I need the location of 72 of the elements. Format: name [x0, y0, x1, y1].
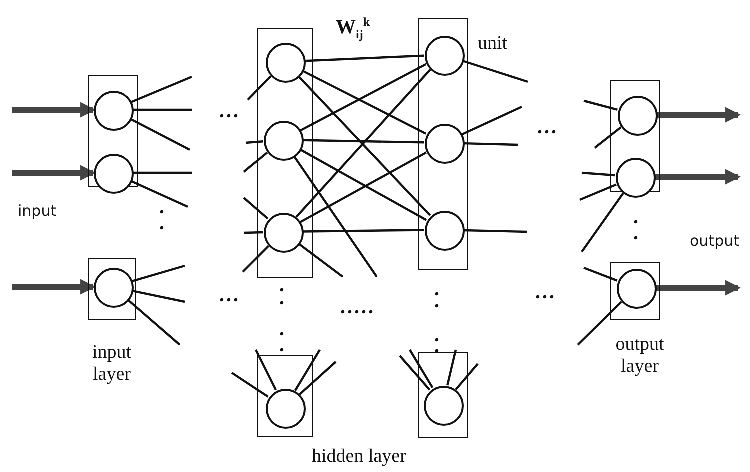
connection-line	[294, 349, 321, 392]
connection-line	[584, 100, 618, 111]
label-text: output	[690, 233, 740, 250]
connection-line	[130, 180, 188, 208]
layer-box	[88, 258, 136, 320]
neuron-circle	[264, 121, 304, 161]
layer-box	[418, 352, 468, 438]
connection-line	[580, 184, 617, 202]
connection-line	[300, 63, 427, 132]
connection-line	[242, 245, 270, 273]
connection-line	[455, 363, 479, 390]
connection-line	[581, 192, 624, 253]
connection-line	[133, 108, 192, 112]
neuron-circle	[94, 154, 134, 194]
connection-line	[409, 349, 434, 388]
arrow	[657, 107, 742, 123]
connection-line	[127, 299, 181, 346]
label-text: unit	[478, 33, 508, 55]
connection-line	[132, 264, 186, 282]
neuron-circle	[94, 91, 134, 131]
connection-line	[582, 172, 616, 177]
connection-line	[577, 301, 622, 346]
connection-line	[231, 372, 269, 398]
layer-box	[418, 18, 468, 270]
connection-line	[594, 126, 622, 149]
connection-line	[302, 139, 424, 144]
connection-line	[243, 197, 269, 220]
neuron-circle	[425, 36, 465, 76]
connection-line	[255, 350, 278, 391]
neuron-circle	[264, 213, 304, 253]
layer-box	[610, 262, 660, 320]
connection-line	[243, 152, 268, 173]
connection-line	[247, 76, 272, 101]
connection-line	[244, 231, 264, 234]
connection-line	[399, 355, 431, 391]
connection-line	[298, 243, 344, 278]
connection-line	[462, 106, 522, 136]
arrow	[655, 169, 742, 185]
connection-line	[464, 142, 518, 146]
connection-line	[462, 60, 528, 84]
neuron-circle	[266, 389, 306, 429]
connection-line	[302, 70, 427, 135]
connection-line	[584, 266, 618, 282]
neuron-circle	[617, 269, 657, 309]
connection-line	[304, 54, 424, 62]
connection-line	[299, 361, 337, 396]
neuron-circle	[425, 124, 465, 164]
arrow	[12, 279, 96, 295]
connection-line	[246, 140, 264, 144]
arrow	[12, 165, 96, 181]
label-text: output layer	[614, 334, 666, 378]
connection-line	[133, 172, 192, 174]
label-text: hidden layer	[312, 446, 406, 468]
arrow	[12, 102, 96, 118]
layer-box	[257, 28, 313, 278]
connection-line	[131, 76, 192, 104]
neuron-circle	[616, 158, 656, 198]
connection-line	[446, 350, 458, 386]
neuron-circle	[618, 96, 658, 136]
arrow	[656, 280, 742, 296]
label-text: input	[18, 203, 57, 220]
connection-line	[464, 229, 528, 234]
label-text: input layer	[91, 342, 133, 386]
layer-box	[257, 355, 313, 437]
connection-line	[130, 118, 190, 151]
neuron-circle	[94, 268, 134, 308]
neuron-circle	[425, 211, 465, 251]
connection-line	[302, 229, 424, 233]
neuron-circle	[266, 43, 306, 83]
connection-line	[132, 290, 186, 304]
neuron-circle	[424, 386, 464, 426]
connection-line	[293, 156, 378, 278]
